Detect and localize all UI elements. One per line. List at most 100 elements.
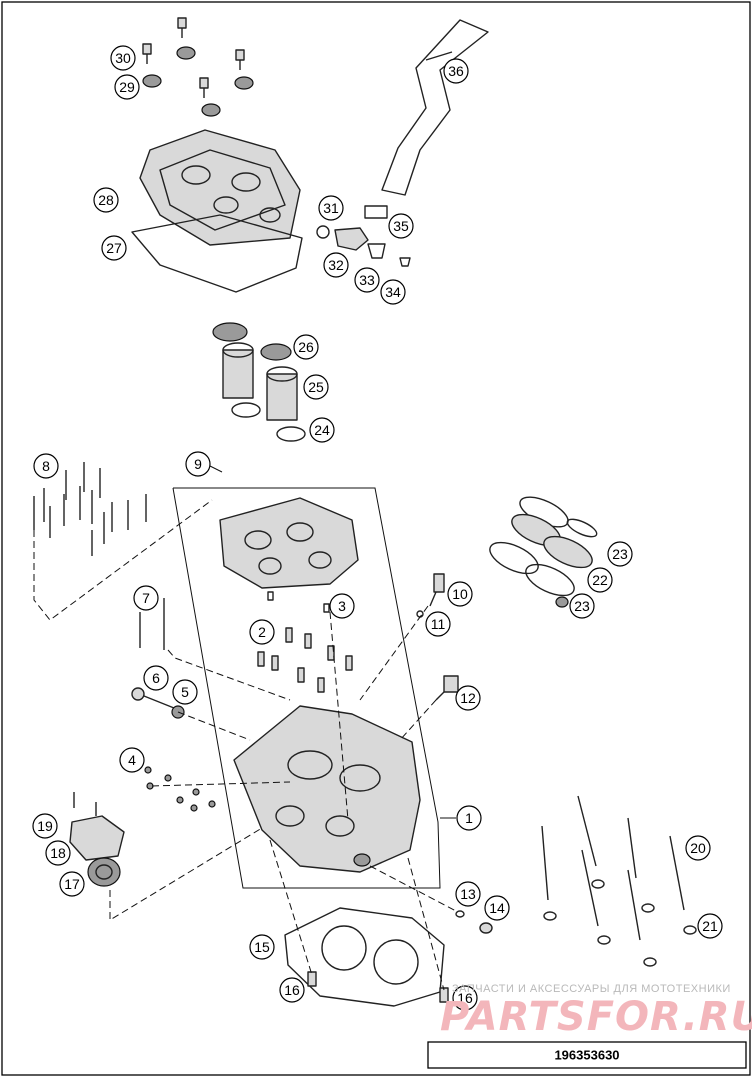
callout-13: 13 bbox=[455, 881, 481, 907]
cylinder-studs bbox=[541, 795, 697, 967]
svg-text:13: 13 bbox=[460, 886, 476, 902]
cam-bearing-sleeves bbox=[212, 322, 306, 442]
callout-32: 32 bbox=[323, 252, 349, 278]
callout-11: 11 bbox=[425, 611, 451, 637]
cylinder-head bbox=[233, 705, 421, 873]
callout-14: 14 bbox=[484, 895, 510, 921]
svg-text:12: 12 bbox=[460, 690, 476, 706]
svg-text:36: 36 bbox=[448, 63, 464, 79]
svg-text:4: 4 bbox=[128, 752, 136, 768]
callout-30: 30 bbox=[110, 45, 136, 71]
callout-34: 34 bbox=[380, 279, 406, 305]
svg-text:15: 15 bbox=[254, 939, 270, 955]
svg-text:27: 27 bbox=[106, 240, 122, 256]
watermark-tagline: ЗАПЧАСТИ И АКСЕССУАРЫ ДЛЯ МОТОТЕХНИКИ bbox=[452, 983, 731, 995]
svg-text:6: 6 bbox=[152, 670, 160, 686]
svg-text:25: 25 bbox=[308, 379, 324, 395]
callout-16-right: 16 bbox=[452, 985, 478, 1011]
svg-text:11: 11 bbox=[431, 616, 446, 632]
svg-text:10: 10 bbox=[452, 586, 468, 602]
dowel-pins bbox=[257, 591, 353, 693]
callout-27: 27 bbox=[101, 235, 127, 261]
callout-16-left: 16 bbox=[279, 977, 305, 1003]
long-bolts bbox=[139, 598, 165, 650]
callout-17: 17 bbox=[59, 871, 85, 897]
callout-4: 4 bbox=[119, 747, 145, 773]
callout-36: 36 bbox=[443, 58, 469, 84]
callout-33: 33 bbox=[354, 267, 380, 293]
nuts bbox=[144, 766, 216, 812]
svg-text:22: 22 bbox=[592, 572, 608, 588]
callout-26: 26 bbox=[293, 334, 319, 360]
svg-text:5: 5 bbox=[181, 684, 189, 700]
drain-bolt bbox=[455, 910, 493, 934]
callout-8: 8 bbox=[33, 453, 59, 479]
callout-10: 10 bbox=[447, 581, 473, 607]
callout-23-bottom: 23 bbox=[569, 593, 595, 619]
breather-fitting bbox=[316, 225, 411, 267]
svg-text:16: 16 bbox=[284, 982, 300, 998]
callout-23-top: 23 bbox=[607, 541, 633, 567]
temperature-sensors bbox=[416, 573, 459, 701]
callout-1: 1 bbox=[456, 805, 482, 831]
callout-24: 24 bbox=[309, 417, 335, 443]
callout-2: 2 bbox=[249, 619, 275, 645]
svg-text:16: 16 bbox=[457, 990, 473, 1006]
thermostat-housing bbox=[69, 792, 125, 887]
callout-35: 35 bbox=[388, 213, 414, 239]
camshaft-carrier bbox=[219, 497, 359, 589]
callout-15: 15 bbox=[249, 934, 275, 960]
valve-cover bbox=[139, 129, 301, 246]
svg-text:18: 18 bbox=[50, 845, 66, 861]
svg-text:9: 9 bbox=[194, 456, 202, 472]
svg-text:1: 1 bbox=[465, 810, 473, 826]
drawing-number-box: 196353630 bbox=[427, 1041, 747, 1069]
svg-text:7: 7 bbox=[142, 590, 150, 606]
svg-text:8: 8 bbox=[42, 458, 50, 474]
svg-text:28: 28 bbox=[98, 192, 114, 208]
valve-cover-gasket bbox=[131, 214, 303, 293]
callout-19: 19 bbox=[32, 813, 58, 839]
drawing-number: 196353630 bbox=[554, 1048, 619, 1063]
svg-text:26: 26 bbox=[298, 339, 314, 355]
callout-5: 5 bbox=[172, 679, 198, 705]
svg-text:30: 30 bbox=[115, 50, 131, 66]
svg-text:23: 23 bbox=[574, 598, 590, 614]
svg-text:2: 2 bbox=[258, 624, 266, 640]
svg-text:19: 19 bbox=[37, 818, 53, 834]
leader-lines bbox=[33, 465, 459, 991]
callout-7: 7 bbox=[133, 585, 159, 611]
svg-text:35: 35 bbox=[393, 218, 409, 234]
callout-29: 29 bbox=[114, 74, 140, 100]
partsfor-watermark: ЗАПЧАСТИ И АКСЕССУАРЫ ДЛЯ МОТОТЕХНИКИ PA… bbox=[440, 983, 752, 1040]
callout-28: 28 bbox=[93, 187, 119, 213]
svg-text:34: 34 bbox=[385, 284, 401, 300]
svg-text:14: 14 bbox=[489, 900, 505, 916]
callout-18: 18 bbox=[45, 840, 71, 866]
svg-text:24: 24 bbox=[314, 422, 330, 438]
svg-text:31: 31 bbox=[323, 200, 339, 216]
valve-cover-fasteners bbox=[142, 17, 254, 117]
svg-text:20: 20 bbox=[690, 840, 706, 856]
head-bolts-set bbox=[33, 462, 147, 556]
svg-text:33: 33 bbox=[359, 272, 375, 288]
callout-3: 3 bbox=[329, 593, 355, 619]
watermark-brand: PARTSFOR.RU bbox=[440, 994, 752, 1040]
svg-text:29: 29 bbox=[119, 79, 135, 95]
callout-9: 9 bbox=[185, 451, 211, 477]
hose-clamp bbox=[364, 205, 388, 219]
svg-text:23: 23 bbox=[612, 546, 628, 562]
callout-22: 22 bbox=[587, 567, 613, 593]
head-gasket bbox=[284, 907, 449, 1007]
svg-text:3: 3 bbox=[338, 598, 346, 614]
callout-25: 25 bbox=[303, 374, 329, 400]
svg-text:17: 17 bbox=[64, 876, 80, 892]
head-assembly-frame bbox=[172, 487, 441, 889]
callout-21: 21 bbox=[697, 913, 723, 939]
callout-20: 20 bbox=[685, 835, 711, 861]
svg-text:32: 32 bbox=[328, 257, 344, 273]
intake-flanges bbox=[489, 496, 598, 608]
callout-31: 31 bbox=[318, 195, 344, 221]
